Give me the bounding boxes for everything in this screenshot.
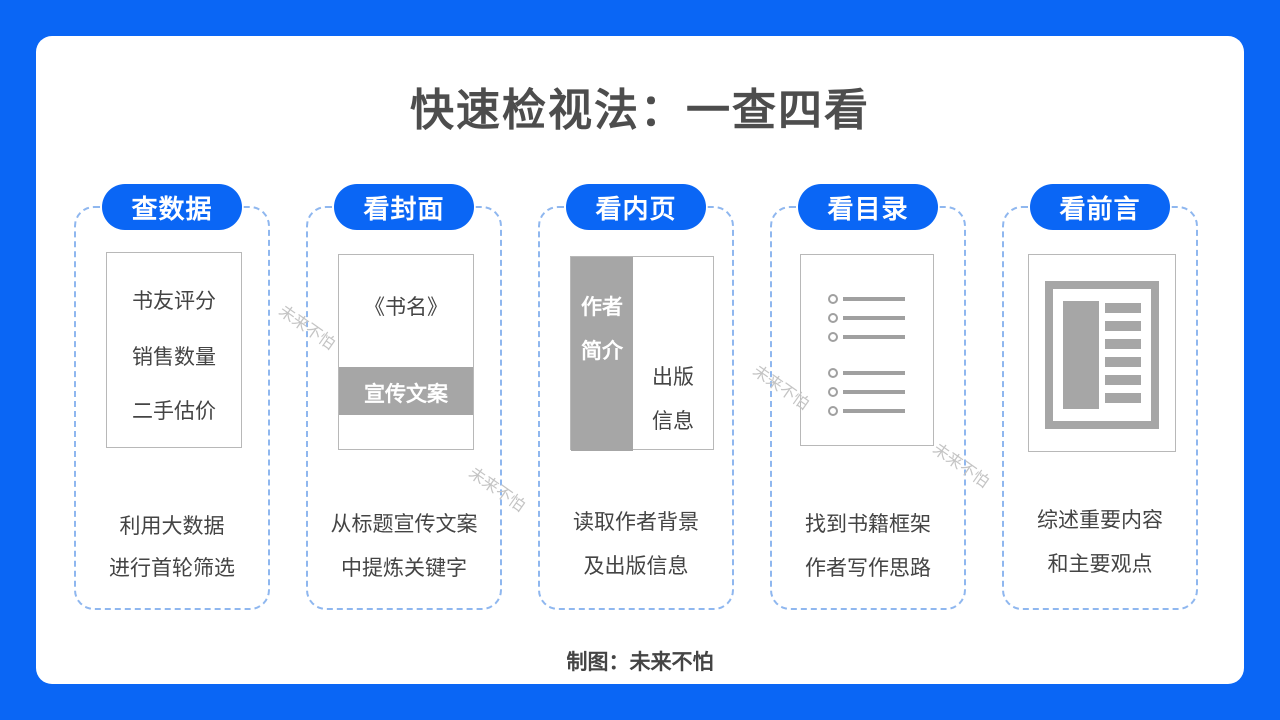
page-title: 快速检视法：一查四看 bbox=[410, 85, 870, 136]
column-label: 看目录 bbox=[798, 184, 938, 230]
author-text: 简介 bbox=[581, 339, 623, 363]
toc-box bbox=[800, 254, 934, 446]
column-desc: 中提炼关键字 bbox=[341, 556, 467, 580]
column-desc: 及出版信息 bbox=[583, 554, 689, 578]
book-name: 《书名》 bbox=[364, 295, 448, 319]
banner-text: 宣传文案 bbox=[364, 382, 448, 406]
column-desc: 作者写作思路 bbox=[805, 556, 931, 580]
column-desc: 找到书籍框架 bbox=[805, 512, 931, 536]
column-desc: 和主要观点 bbox=[1047, 552, 1153, 576]
column-label: 看前言 bbox=[1030, 184, 1170, 230]
inner-page-box: 作者 简介 出版 信息 bbox=[570, 256, 714, 451]
publish-text: 信息 bbox=[652, 409, 694, 433]
data-item: 书友评分 bbox=[132, 289, 216, 313]
column-inner-page: 看内页 作者 简介 出版 信息 读取作者背景 及出版信息 bbox=[538, 184, 734, 610]
cover-box: 《书名》 宣传文案 bbox=[338, 254, 474, 450]
data-item: 二手估价 bbox=[132, 399, 216, 423]
column-label: 看内页 bbox=[566, 184, 706, 230]
column-cover: 看封面 《书名》 宣传文案 从标题宣传文案 中提炼关键字 bbox=[306, 184, 502, 610]
preface-box bbox=[1028, 254, 1176, 452]
preface-page-icon bbox=[1045, 281, 1159, 429]
column-check-data: 查数据 书友评分 销售数量 二手估价 利用大数据 进行首轮筛选 bbox=[74, 184, 270, 610]
column-label: 查数据 bbox=[102, 184, 242, 230]
author-text: 作者 bbox=[581, 295, 623, 319]
credit-text: 制图：未来不怕 bbox=[566, 650, 714, 674]
column-preface: 看前言 综述重要内容 和主要观点 bbox=[1002, 184, 1198, 610]
column-desc: 进行首轮筛选 bbox=[109, 556, 235, 580]
toc-list-icon bbox=[828, 294, 905, 416]
data-item: 销售数量 bbox=[132, 345, 216, 369]
column-desc: 综述重要内容 bbox=[1037, 508, 1163, 532]
column-label: 看封面 bbox=[334, 184, 474, 230]
author-block: 作者 简介 bbox=[571, 257, 633, 451]
column-toc: 看目录 找到书籍框架 作者写作思路 bbox=[770, 184, 966, 610]
publish-text: 出版 bbox=[652, 365, 694, 389]
data-list-box: 书友评分 销售数量 二手估价 bbox=[106, 252, 242, 448]
column-desc: 读取作者背景 bbox=[573, 510, 699, 534]
banner-bar: 宣传文案 bbox=[339, 367, 473, 415]
column-desc: 从标题宣传文案 bbox=[330, 512, 478, 536]
column-desc: 利用大数据 bbox=[119, 514, 225, 538]
